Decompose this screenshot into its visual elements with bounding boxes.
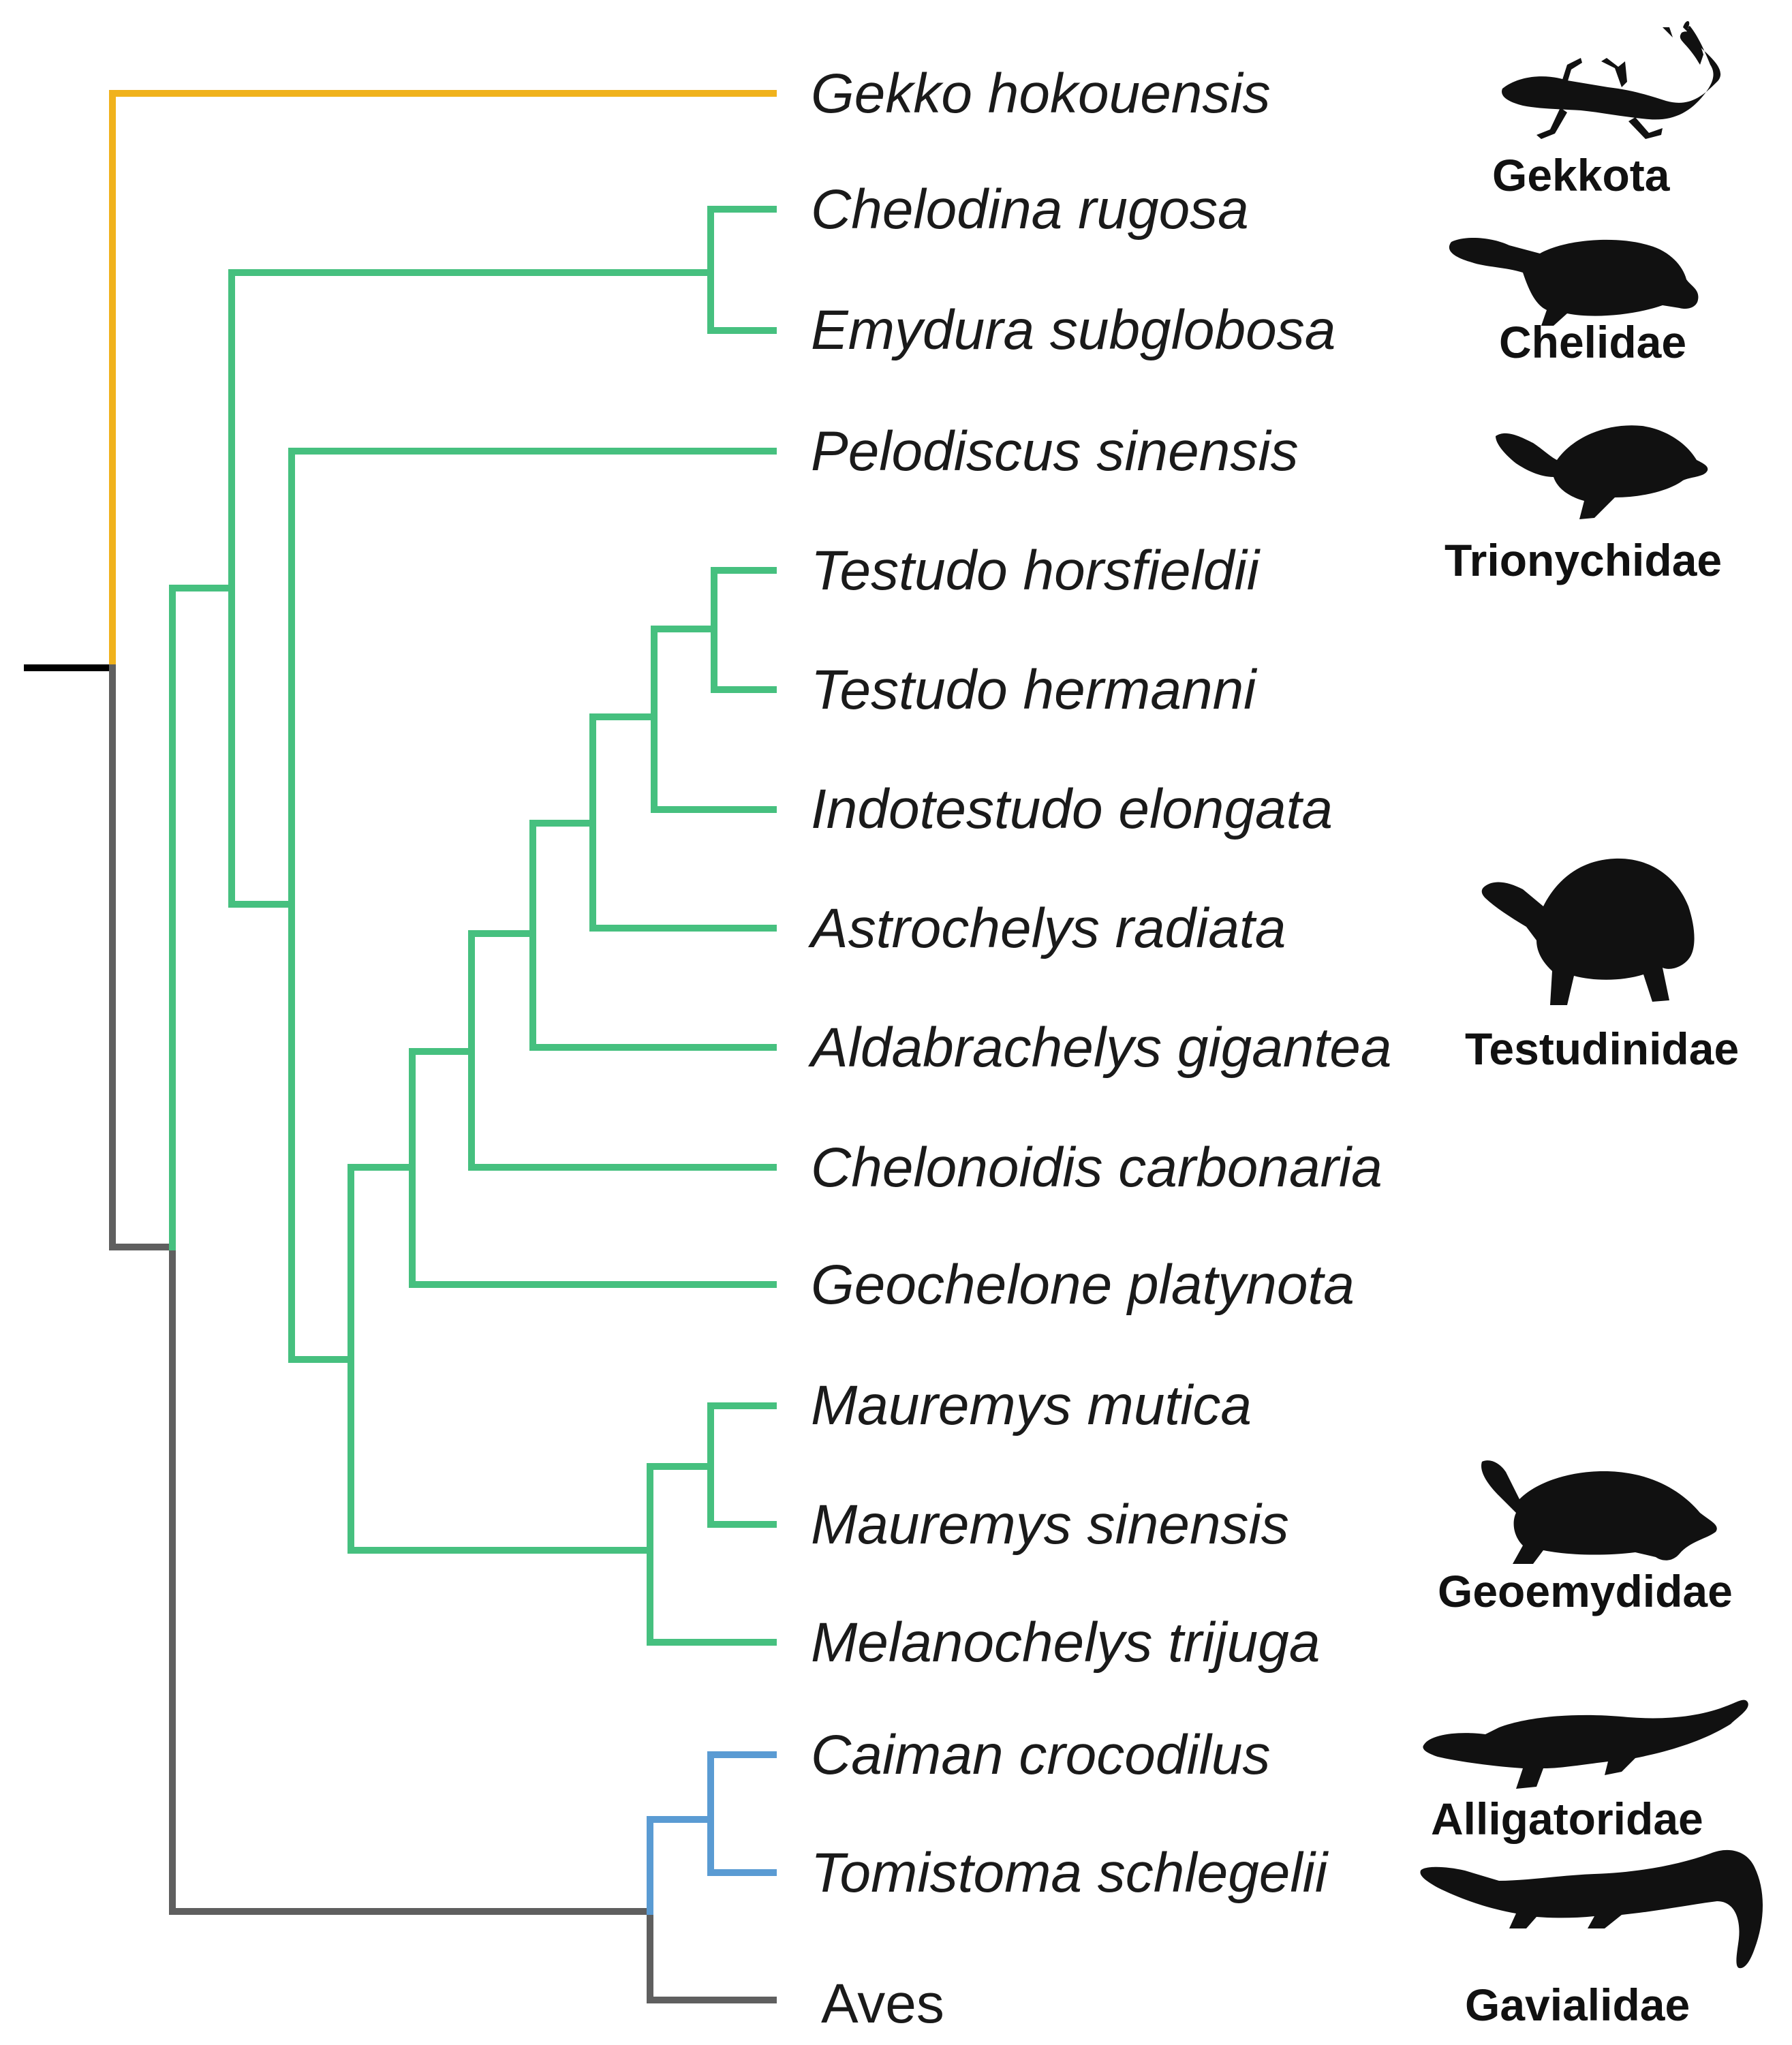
branch-backbone: [109, 664, 176, 1250]
silhouettes: Gekkota Chelidae Trionychidae Testudinid…: [1420, 20, 1763, 2030]
taxon-label: Chelonoidis carbonaria: [811, 1137, 1382, 1199]
branch-testudo: [711, 567, 777, 693]
branch-t2: [468, 930, 536, 1055]
branch-chelidae-stem: [228, 269, 714, 591]
taxon-label: Aldabrachelys gigantea: [807, 1017, 1391, 1079]
taxon-label: Aves: [821, 1973, 944, 2035]
gecko-icon: [1502, 20, 1721, 139]
taxon-label: Geochelone platynota: [811, 1254, 1355, 1316]
branch-caiman: [707, 1751, 777, 1876]
branch-aves: [647, 1908, 777, 2003]
branch-testudinoidea: [288, 901, 354, 1363]
taxon-label: Mauremys mutica: [811, 1374, 1252, 1436]
branch-t1: [409, 1048, 475, 1171]
tortoise-icon: [1481, 858, 1695, 1005]
family-label-testudinidae: Testudinidae: [1465, 1024, 1739, 1074]
taxon-label: Gekko hokouensis: [811, 63, 1271, 125]
branch-cryptodira-stem: [228, 585, 295, 908]
family-label-gavialidae: Gavialidae: [1465, 1980, 1690, 2030]
tree-branches: [24, 90, 777, 2003]
taxon-label: Melanochelys trijuga: [811, 1612, 1320, 1674]
branch-geoemydidae: [647, 1463, 777, 1646]
branch-geochelone: [409, 1164, 777, 1288]
family-label-alligatoridae: Alligatoridae: [1431, 1794, 1703, 1844]
branch-t3: [529, 820, 596, 937]
branch-turtle-root: [169, 585, 235, 1250]
branch-geoemydidae-stem: [347, 1356, 653, 1554]
family-label-chelidae: Chelidae: [1499, 317, 1686, 367]
family-label-trionychidae: Trionychidae: [1445, 535, 1722, 585]
taxon-label: Indotestudo elongata: [811, 778, 1333, 840]
taxon-label: Astrochelys radiata: [807, 897, 1286, 959]
taxon-label: Testudo hermanni: [811, 659, 1258, 721]
branch-chelonoidis: [468, 1048, 777, 1171]
branch-t4: [589, 713, 658, 827]
taxon-label: Tomistoma schlegelii: [811, 1842, 1329, 1904]
branch-chelidae: [707, 206, 777, 334]
taxon-label: Emydura subglobosa: [811, 299, 1335, 361]
branch-aldabrachelys: [529, 930, 777, 1051]
taxon-label: Chelodina rugosa: [811, 179, 1249, 241]
caiman-icon: [1423, 1700, 1748, 1789]
branch-archosauria: [169, 1244, 653, 1915]
branch-testudinidae-stem: [347, 1164, 416, 1363]
branch-crocodylia: [647, 1816, 714, 1915]
branch-t5: [651, 626, 717, 720]
branch-indotestudo: [651, 713, 777, 813]
pond-turtle-icon: [1481, 1460, 1717, 1564]
side-necked-turtle-icon: [1449, 237, 1699, 326]
taxon-label: Testudo horsfieldii: [811, 540, 1261, 602]
gharial-icon: [1420, 1849, 1763, 1969]
family-label-gekkota: Gekkota: [1492, 150, 1671, 200]
branch-astrochelys: [589, 820, 777, 932]
family-label-geoemydidae: Geoemydidae: [1438, 1566, 1733, 1616]
taxon-label: Pelodiscus sinensis: [811, 420, 1299, 482]
branch-pelodiscus: [288, 448, 777, 908]
branch-mauremys: [707, 1402, 777, 1528]
taxon-label: Mauremys sinensis: [811, 1494, 1289, 1556]
branches-testudines: [169, 206, 777, 1646]
softshell-turtle-icon: [1496, 425, 1708, 519]
taxon-labels: Gekko hokouensis Chelodina rugosa Emydur…: [807, 63, 1391, 2035]
taxon-label: Caiman crocodilus: [811, 1724, 1271, 1786]
branch-gekkota: [109, 90, 777, 671]
